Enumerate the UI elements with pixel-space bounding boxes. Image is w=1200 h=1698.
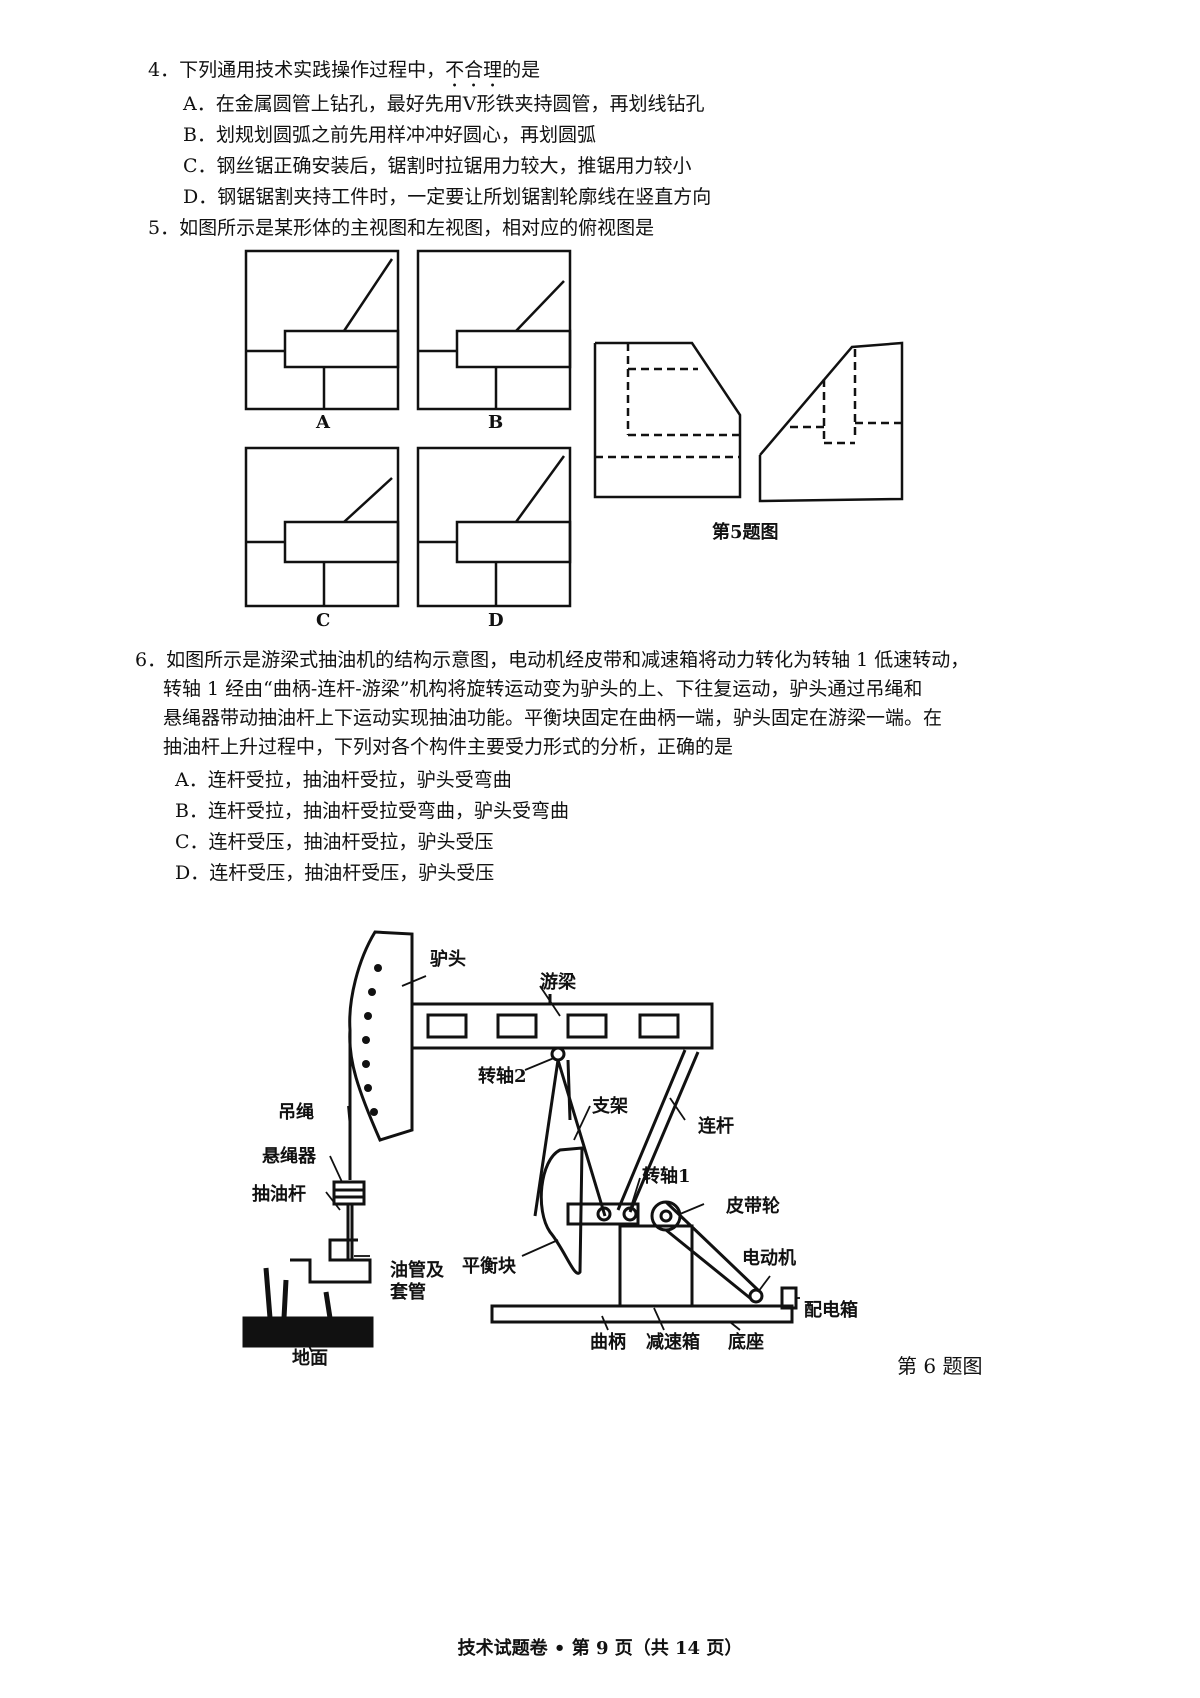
walking-beam — [410, 1002, 714, 1050]
q4-option-d: D．钢锯锯割夹持工件时，一定要让所划锯割轮廓线在竖直方向 — [183, 186, 712, 208]
q4-stem-emphasis: 不合理 — [445, 59, 503, 81]
q5-choice-views — [244, 249, 572, 608]
label-tubing-2: 套管 — [390, 1282, 426, 1303]
q6-option-b: B．连杆受拉，抽油杆受拉受弯曲，驴头受弯曲 — [175, 800, 569, 822]
label-crank: 曲柄 — [590, 1332, 626, 1353]
q6-caption: 第 6 题图 — [897, 1354, 983, 1378]
q4-stem: 4．下列通用技术实践操作过程中，不合理的是 — [148, 56, 540, 92]
motor — [748, 1288, 764, 1304]
label-tubing-1: 油管及 — [390, 1260, 444, 1281]
q5-given-views — [593, 341, 904, 503]
q4-stem-post: 的是 — [502, 59, 541, 81]
q6-stem-line-3: 悬绳器带动抽油杆上下运动实现抽油功能。平衡块固定在曲柄一端，驴头固定在游梁一端。… — [163, 707, 943, 729]
q5-front-view — [593, 341, 742, 499]
q5-view-c — [244, 446, 400, 608]
label-base: 底座 — [728, 1332, 764, 1353]
q6-pumping-unit-diagram — [242, 930, 800, 1353]
label-hanging-rope: 吊绳 — [278, 1102, 314, 1123]
q5-caption: 第5题图 — [712, 522, 779, 543]
rope-hanger — [332, 1180, 366, 1206]
q6-option-c: C．连杆受压，抽油杆受拉，驴头受压 — [175, 831, 494, 853]
q4-stem-pre: 4．下列通用技术实践操作过程中， — [148, 59, 446, 81]
label-shaft1: 转轴1 — [642, 1166, 691, 1187]
label-ground: 地面 — [292, 1348, 328, 1369]
q6-stem-line-2: 转轴 1 经由“曲柄-连杆-游梁”机构将旋转运动变为驴头的上、下往复运动，驴头通… — [163, 678, 923, 700]
q5-label-b: B — [488, 412, 504, 433]
counterweight — [539, 1146, 584, 1275]
q6-option-d: D．连杆受压，抽油杆受压，驴头受压 — [175, 862, 495, 884]
label-counterweight: 平衡块 — [462, 1256, 516, 1277]
q4-option-c: C．钢丝锯正确安装后，锯割时拉锯用力较大，推锯用力较小 — [183, 155, 692, 177]
ground — [242, 1316, 374, 1348]
q5-view-b — [416, 249, 572, 411]
q5-view-a — [244, 249, 400, 411]
q4-option-b: B．划规划圆弧之前先用样冲冲好圆心，再划圆弧 — [183, 124, 596, 146]
label-bracket: 支架 — [592, 1096, 628, 1117]
q5-view-d — [416, 446, 572, 608]
label-walking-beam: 游梁 — [540, 972, 576, 993]
label-shaft2: 转轴2 — [478, 1066, 527, 1087]
q5-left-view — [758, 341, 904, 503]
label-reducer: 减速箱 — [646, 1332, 700, 1353]
q5-stem: 5．如图所示是某形体的主视图和左视图，相对应的俯视图是 — [148, 217, 655, 239]
crank — [566, 1202, 640, 1226]
q5-label-a: A — [316, 412, 330, 433]
label-motor: 电动机 — [742, 1248, 796, 1269]
q6-option-a: A．连杆受拉，抽油杆受拉，驴头受弯曲 — [175, 769, 512, 791]
label-connecting-rod: 连杆 — [698, 1116, 734, 1137]
q6-stem-line-4: 抽油杆上升过程中，下列对各个构件主要受力形式的分析，正确的是 — [163, 736, 734, 758]
label-belt-pulley: 皮带轮 — [726, 1196, 780, 1217]
q5-label-c: C — [316, 610, 331, 631]
reducer — [618, 1224, 694, 1308]
label-donkey-head: 驴头 — [430, 949, 466, 970]
page-footer: 技术试题卷 • 第 9 页（共 14 页） — [457, 1638, 743, 1659]
base — [490, 1304, 794, 1324]
label-rope-hanger: 悬绳器 — [262, 1146, 316, 1167]
q5-label-d: D — [488, 610, 504, 631]
q6-stem-line-1: 6．如图所示是游梁式抽油机的结构示意图，电动机经皮带和减速箱将动力转化为转轴 1… — [135, 649, 970, 671]
connecting-rod — [616, 1049, 687, 1211]
label-sucker-rod: 抽油杆 — [252, 1184, 306, 1205]
label-distribution-box: 配电箱 — [804, 1300, 858, 1321]
donkey-head — [348, 930, 414, 1142]
q4-option-a: A．在金属圆管上钻孔，最好先用V形铁夹持圆管，再划线钻孔 — [183, 93, 705, 115]
